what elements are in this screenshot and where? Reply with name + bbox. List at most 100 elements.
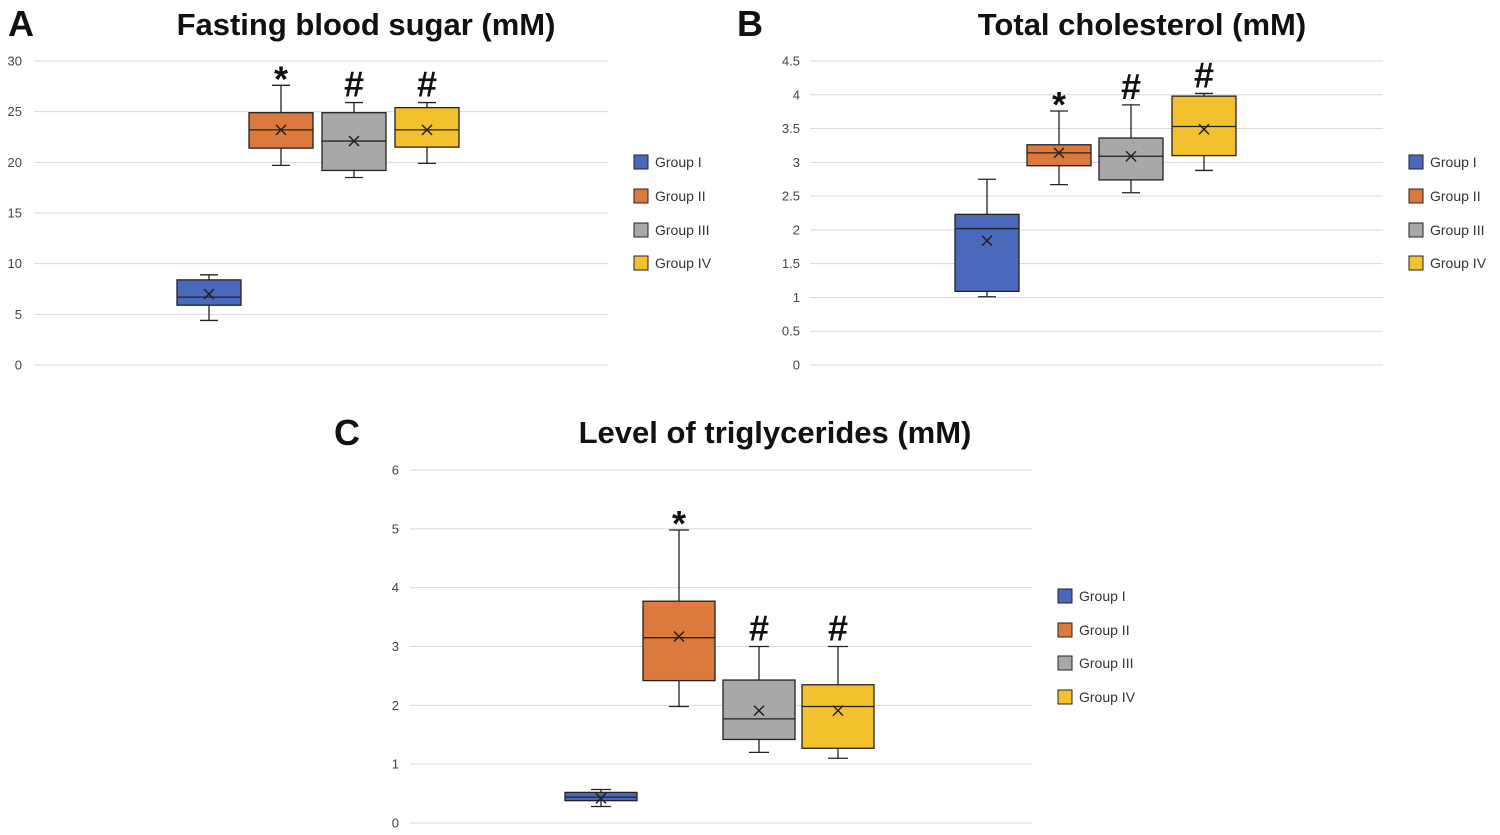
panel-a-legend-swatch bbox=[633, 222, 649, 238]
panel-b-mean-marker bbox=[1198, 123, 1210, 135]
panel-b-ytick-label: 2 bbox=[793, 222, 800, 237]
panel-b-ytick-label: 3 bbox=[793, 155, 800, 170]
panel-a-legend-label: Group I bbox=[655, 154, 702, 170]
panel-b-ytick-label: 4.5 bbox=[782, 54, 800, 69]
panel-c-mean-marker bbox=[753, 705, 765, 717]
panel-b-asterisk-marker: * bbox=[1052, 84, 1066, 125]
panel-b-iqr-box bbox=[954, 213, 1020, 293]
panel-b-mean-marker bbox=[1053, 147, 1065, 159]
panel-b-box-4: # bbox=[1171, 54, 1237, 172]
panel-b-letter: B bbox=[737, 3, 763, 44]
panel-c-legend-label: Group IV bbox=[1079, 689, 1136, 705]
panel-b-box-1 bbox=[954, 178, 1020, 298]
panel-c-legend-item-4: Group IV bbox=[1057, 689, 1136, 705]
panel-b-legend-swatch bbox=[1408, 255, 1424, 271]
panel-b-ytick-label: 3.5 bbox=[782, 121, 800, 136]
panel-c-title: Level of triglycerides (mM) bbox=[579, 415, 972, 450]
panel-a-title: Fasting blood sugar (mM) bbox=[177, 7, 556, 42]
panel-a-ytick-label: 0 bbox=[15, 358, 22, 373]
panel-c-hash-marker: # bbox=[828, 608, 848, 649]
panel-b-legend-item-4: Group IV bbox=[1408, 255, 1487, 271]
panel-a-legend-item-1: Group I bbox=[633, 154, 702, 170]
panel-a-box-1 bbox=[176, 274, 242, 322]
panel-a-box-2: * bbox=[248, 58, 314, 167]
panel-b-legend-swatch bbox=[1408, 188, 1424, 204]
panel-a-box-4: # bbox=[394, 64, 460, 164]
panel-a-ytick-label: 25 bbox=[8, 104, 22, 119]
panel-b-ytick-label: 2.5 bbox=[782, 189, 800, 204]
panel-c-box-1 bbox=[564, 788, 638, 808]
panel-c-iqr-box bbox=[801, 684, 875, 749]
panel-c-iqr-box bbox=[642, 600, 716, 682]
panel-a-ytick-label: 10 bbox=[8, 256, 22, 271]
panel-a-hash-marker: # bbox=[344, 64, 364, 105]
panel-b-legend-label: Group II bbox=[1430, 188, 1481, 204]
panel-c-ytick-label: 6 bbox=[392, 463, 399, 478]
panel-a-iqr-box bbox=[176, 279, 242, 306]
panel-a-legend-swatch bbox=[633, 255, 649, 271]
panel-b-hash-marker: # bbox=[1121, 66, 1141, 107]
panel-b-mean-marker bbox=[981, 235, 993, 247]
panel-a-mean-marker bbox=[421, 124, 433, 136]
panel-b-ytick-label: 4 bbox=[793, 87, 800, 102]
panel-b-mean-marker bbox=[1125, 150, 1137, 162]
panel-a-ytick-label: 30 bbox=[8, 54, 22, 69]
panel-c-ytick-label: 2 bbox=[392, 698, 399, 713]
panel-a-legend-item-3: Group III bbox=[633, 222, 709, 238]
panel-c-ytick-label: 4 bbox=[392, 580, 399, 595]
panel-c-box-3: # bbox=[722, 608, 796, 754]
panel-a-ytick-label: 20 bbox=[8, 155, 22, 170]
panel-b-ytick-label: 1.5 bbox=[782, 256, 800, 271]
panel-a-mean-marker bbox=[275, 124, 287, 136]
panel-a-legend-swatch bbox=[633, 188, 649, 204]
panel-a-legend-swatch bbox=[633, 154, 649, 170]
panel-b-legend-label: Group I bbox=[1430, 154, 1477, 170]
panel-a-legend-label: Group III bbox=[655, 222, 709, 238]
panel-b-iqr-box bbox=[1098, 137, 1164, 181]
panel-b-title: Total cholesterol (mM) bbox=[978, 7, 1306, 42]
panel-c-box-4: # bbox=[801, 608, 875, 759]
panel-b-legend-label: Group III bbox=[1430, 222, 1484, 238]
panel-b-ytick-label: 1 bbox=[793, 290, 800, 305]
panel-c-legend-swatch bbox=[1057, 689, 1073, 705]
panel-c-asterisk-marker: * bbox=[672, 503, 686, 544]
panel-c-ytick-label: 5 bbox=[392, 521, 399, 536]
panel-a-box-3: # bbox=[321, 64, 387, 179]
panel-c-mean-marker bbox=[832, 705, 844, 717]
panel-a-legend-item-4: Group IV bbox=[633, 255, 712, 271]
panel-a-legend-label: Group II bbox=[655, 188, 706, 204]
panel-c-legend-item-1: Group I bbox=[1057, 588, 1126, 604]
panel-b-hash-marker: # bbox=[1194, 54, 1214, 95]
panel-c-legend-swatch bbox=[1057, 622, 1073, 638]
panel-a-ytick-label: 15 bbox=[8, 206, 22, 221]
panel-c-ytick-label: 0 bbox=[392, 816, 399, 831]
panel-b-ytick-label: 0.5 bbox=[782, 324, 800, 339]
panel-b-iqr-box bbox=[1171, 95, 1237, 157]
panel-b-box-3: # bbox=[1098, 66, 1164, 194]
panel-c-mean-marker bbox=[673, 630, 685, 643]
panel-b-legend-label: Group IV bbox=[1430, 255, 1487, 271]
panel-a-mean-marker bbox=[348, 135, 360, 147]
panel-c-legend-item-2: Group II bbox=[1057, 622, 1130, 638]
panel-c-box-2: * bbox=[642, 503, 716, 708]
panel-c-legend-swatch bbox=[1057, 588, 1073, 604]
panel-b-legend-item-2: Group II bbox=[1408, 188, 1481, 204]
panel-a-hash-marker: # bbox=[417, 64, 437, 105]
panel-a-legend-item-2: Group II bbox=[633, 188, 706, 204]
panel-b-legend-item-1: Group I bbox=[1408, 154, 1477, 170]
panel-c-legend-label: Group I bbox=[1079, 588, 1126, 604]
panel-b-ytick-label: 0 bbox=[793, 358, 800, 373]
panel-c-ytick-label: 3 bbox=[392, 639, 399, 654]
panel-a-mean-marker bbox=[203, 288, 215, 300]
panel-c-legend-label: Group III bbox=[1079, 655, 1133, 671]
panel-c-legend-item-3: Group III bbox=[1057, 655, 1133, 671]
panel-c-legend-swatch bbox=[1057, 655, 1073, 671]
panel-b-legend-swatch bbox=[1408, 222, 1424, 238]
panel-a-legend-label: Group IV bbox=[655, 255, 712, 271]
panel-b-box-2: * bbox=[1026, 84, 1092, 186]
panel-b-legend-item-3: Group III bbox=[1408, 222, 1484, 238]
panel-c-mean-marker bbox=[595, 792, 607, 804]
panel-c-hash-marker: # bbox=[749, 608, 769, 649]
